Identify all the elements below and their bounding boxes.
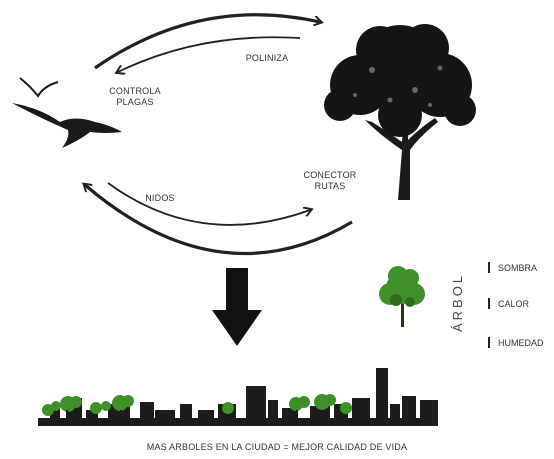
- tick-mark: [488, 337, 490, 348]
- tick-mark: [488, 262, 490, 273]
- small-tree-icon: [379, 266, 425, 327]
- left-label-line2: PLAGAS: [116, 97, 154, 107]
- tick-mark: [488, 298, 490, 309]
- top-arrow-label: POLINIZA: [245, 53, 289, 63]
- arbol-item-label: SOMBRA: [498, 262, 538, 273]
- right-label-line2: RUTAS: [314, 181, 346, 191]
- bottom-arrow-label: NIDOS: [145, 193, 175, 203]
- left-label-line1: CONTROLA: [109, 86, 161, 96]
- top-outer-arrow: [94, 13, 320, 70]
- arbol-item-label: CALOR: [498, 298, 530, 309]
- arbol-item-label: HUMEDAD: [498, 337, 544, 348]
- top-arrows: [94, 13, 320, 72]
- small-bird-icon: [19, 77, 59, 98]
- tree-icon: [324, 24, 476, 200]
- bird-icon: [12, 103, 122, 148]
- arbol-item-sombra: SOMBRA: [488, 262, 537, 273]
- bottom-arrows: [85, 182, 353, 256]
- arbol-item-humedad: HUMEDAD: [488, 337, 544, 348]
- down-arrow-icon: [212, 268, 262, 346]
- arbol-vertical-title: ÁRBOL: [450, 272, 465, 332]
- top-inner-arrow: [118, 36, 301, 72]
- arbol-item-calor: CALOR: [488, 298, 529, 309]
- right-label-line1: CONECTOR: [303, 170, 357, 180]
- bottom-outer-arrow: [85, 185, 353, 256]
- city-skyline-icon: [38, 368, 438, 426]
- bottom-inner-arrow: [107, 182, 310, 226]
- bottom-caption: MAS ARBOLES EN LA CIUDAD = MEJOR CALIDAD…: [146, 442, 408, 452]
